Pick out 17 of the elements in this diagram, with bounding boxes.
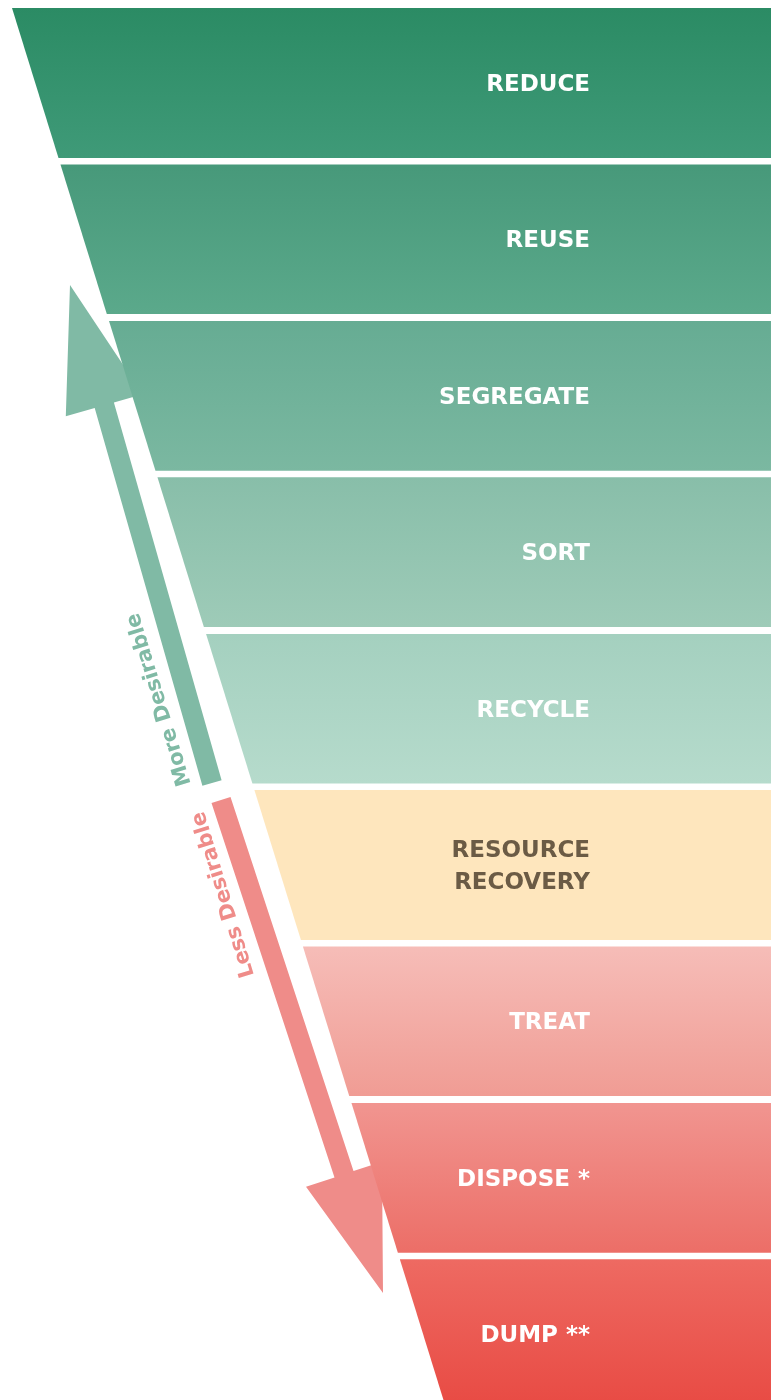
band-label: DISPOSE * [456,1163,590,1193]
hierarchy-band [60,164,771,315]
band-label: SORT [520,538,590,568]
hierarchy-band [351,1102,771,1253]
hierarchy-band [254,790,771,940]
hierarchy-band [399,1259,771,1400]
hierarchy-band [12,8,771,158]
band-label: DUMP ** [479,1320,590,1350]
hierarchy-band [205,633,771,784]
band-label: REUSE [504,225,590,255]
band-label: SEGREGATE [438,381,590,411]
band-label: RESOURCE RECOVERY [450,835,590,896]
hierarchy-band [302,946,771,1097]
band-label: TREAT [508,1007,590,1037]
band-label: REDUCE [485,69,590,98]
band-label: RECYCLE [475,694,590,724]
hierarchy-band [108,320,771,471]
